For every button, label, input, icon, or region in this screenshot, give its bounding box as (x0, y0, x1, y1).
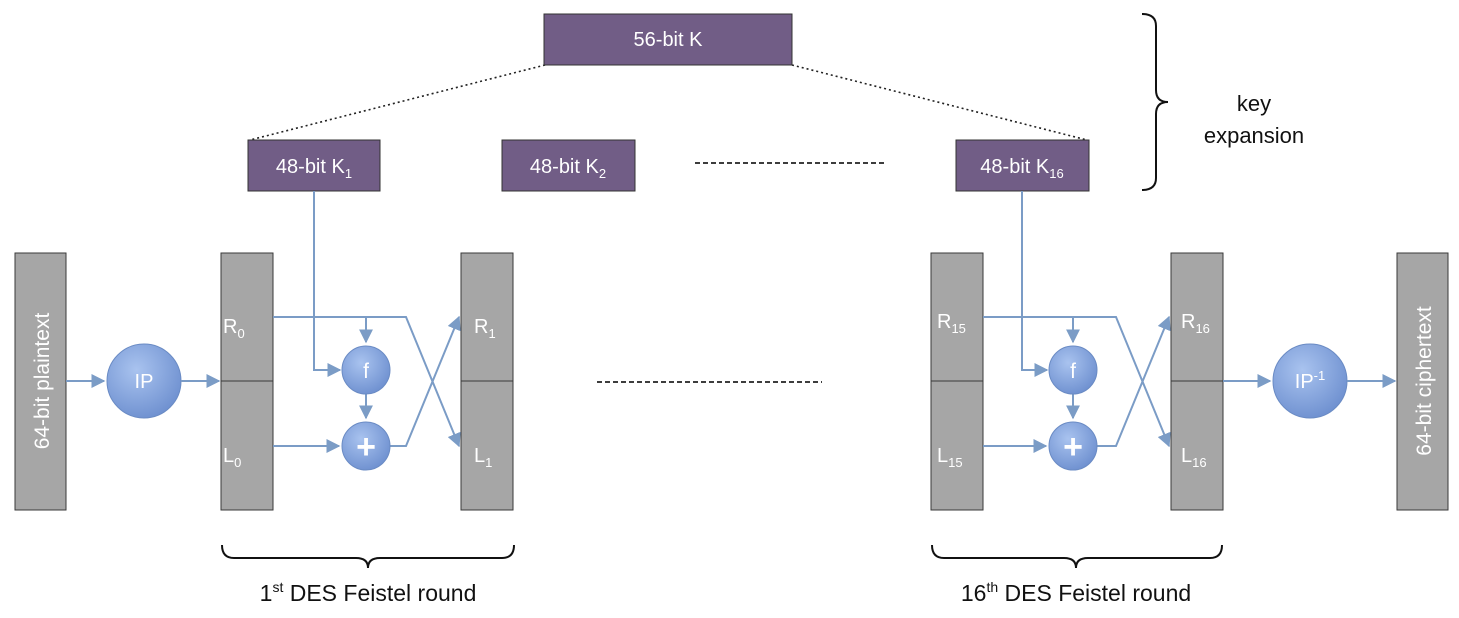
key-expansion-label-1: key (1237, 91, 1271, 116)
l16-label: L16 (1181, 445, 1207, 470)
master-key-label: 56-bit K (634, 29, 704, 51)
xor-label-1: + (356, 428, 376, 466)
l0-label: L0 (223, 445, 241, 470)
ciphertext-label: 64-bit ciphertext (1413, 306, 1436, 456)
xor-to-r1-arrow (390, 315, 461, 447)
f-label-16: f (1070, 360, 1076, 383)
k16-to-f-arrow (1021, 191, 1049, 377)
subkey-box-1 (247, 139, 381, 192)
ip-inverse-label: IP-1 (1295, 368, 1325, 393)
round-16-caption: 16th DES Feistel round (961, 579, 1191, 606)
master-key-box (543, 13, 793, 66)
f-node-16 (1048, 345, 1098, 395)
l15-register (930, 380, 984, 511)
ip-label: IP (135, 371, 154, 393)
round-1-brace (221, 544, 515, 569)
f-label-1: f (363, 360, 369, 383)
subkey-label-1: 48-bit K1 (276, 156, 352, 181)
l1-label: L1 (474, 445, 492, 470)
xor16-to-r16-arrow (1097, 315, 1171, 447)
key-expansion-brace (1141, 13, 1169, 191)
r16-label: R16 (1181, 311, 1210, 336)
round-16: R15 L15 R16 L16 f + 16th DES Feistel rou… (930, 191, 1224, 606)
k1-to-f-arrow (313, 191, 342, 377)
subkey-label-2: 48-bit K2 (530, 156, 606, 181)
xor-label-16: + (1063, 428, 1083, 466)
r0-line (273, 316, 461, 448)
xor-node-16 (1048, 421, 1098, 471)
round-1: R0 L0 R1 L1 f + 1st DES Feistel round (220, 191, 515, 606)
subkey-box-16 (955, 139, 1090, 192)
r15-register (930, 252, 984, 382)
r15-line (983, 316, 1171, 448)
l16-register (1170, 380, 1224, 511)
round-1-caption: 1st DES Feistel round (260, 579, 477, 606)
l1-register (460, 380, 514, 511)
xor-node-1 (341, 421, 391, 471)
key-dotted-right (791, 64, 1088, 141)
l15-label: L15 (937, 445, 963, 470)
r0-label: R0 (223, 316, 245, 341)
r16-register (1170, 252, 1224, 382)
subkey-label-16: 48-bit K16 (980, 156, 1063, 181)
round-16-brace (931, 544, 1223, 569)
r15-label: R15 (937, 311, 966, 336)
f-node-1 (341, 345, 391, 395)
ciphertext-block (1396, 252, 1449, 511)
plaintext-label: 64-bit plaintext (31, 313, 54, 450)
r1-register (460, 252, 514, 382)
key-expansion-label-2: expansion (1204, 123, 1304, 148)
plaintext-block (14, 252, 67, 511)
subkey-box-2 (501, 139, 636, 192)
key-dotted-left (249, 64, 546, 141)
r1-label: R1 (474, 316, 496, 341)
